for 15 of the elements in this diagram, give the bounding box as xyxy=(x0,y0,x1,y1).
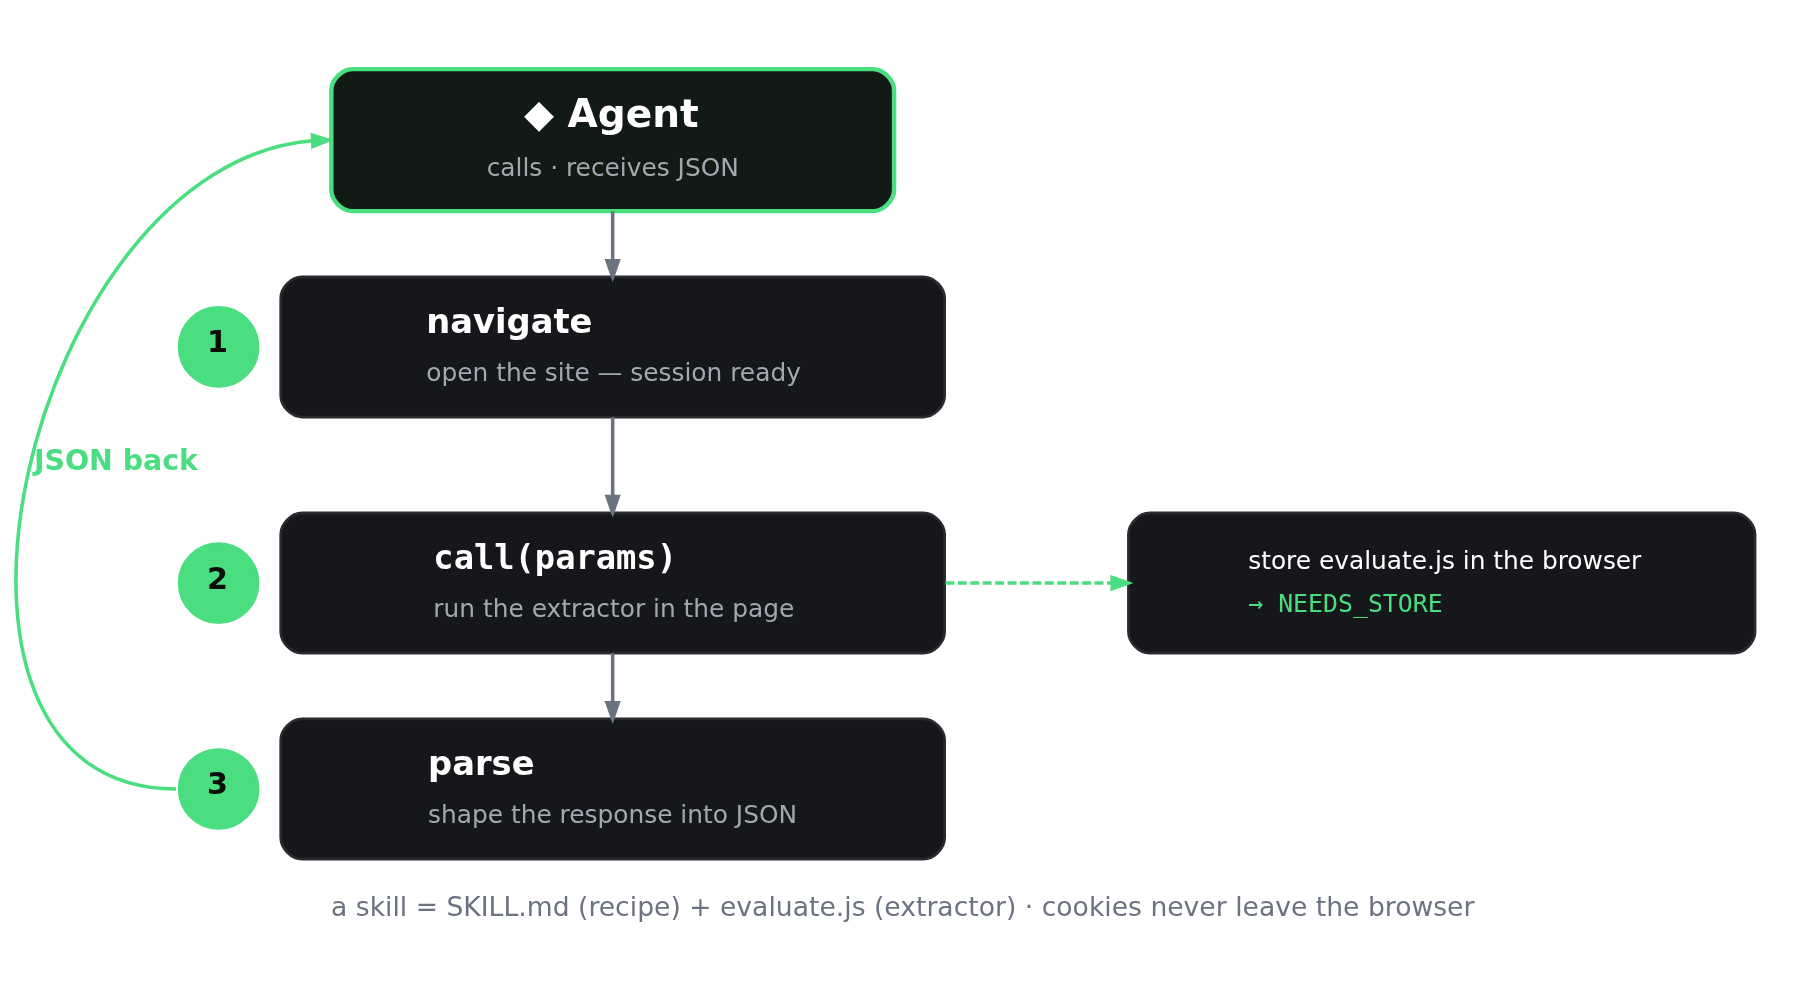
node-box: call(params) run the extractor in the page xyxy=(279,511,946,654)
node-box: store evaluate.js in the browser → NEEDS_STORE xyxy=(1127,511,1757,654)
edge-label: JSON back xyxy=(33,443,198,477)
arrow xyxy=(945,574,1134,591)
node-box: navigate open the site — session ready xyxy=(279,275,946,418)
node-circle: 1 xyxy=(177,305,260,388)
arrow xyxy=(15,132,334,791)
node-circle: 2 xyxy=(177,541,260,624)
arrow xyxy=(604,652,621,724)
arrow xyxy=(604,210,621,282)
node-box: parse shape the response into JSON xyxy=(279,717,946,860)
node-circle: 3 xyxy=(177,747,260,830)
arrow xyxy=(604,416,621,518)
caption: a skill = SKILL.md (recipe) + evaluate.js (extractor) · cookies never leave the browser xyxy=(331,890,1475,922)
node-box: ◆ Agent calls · receives JSON xyxy=(329,66,897,213)
